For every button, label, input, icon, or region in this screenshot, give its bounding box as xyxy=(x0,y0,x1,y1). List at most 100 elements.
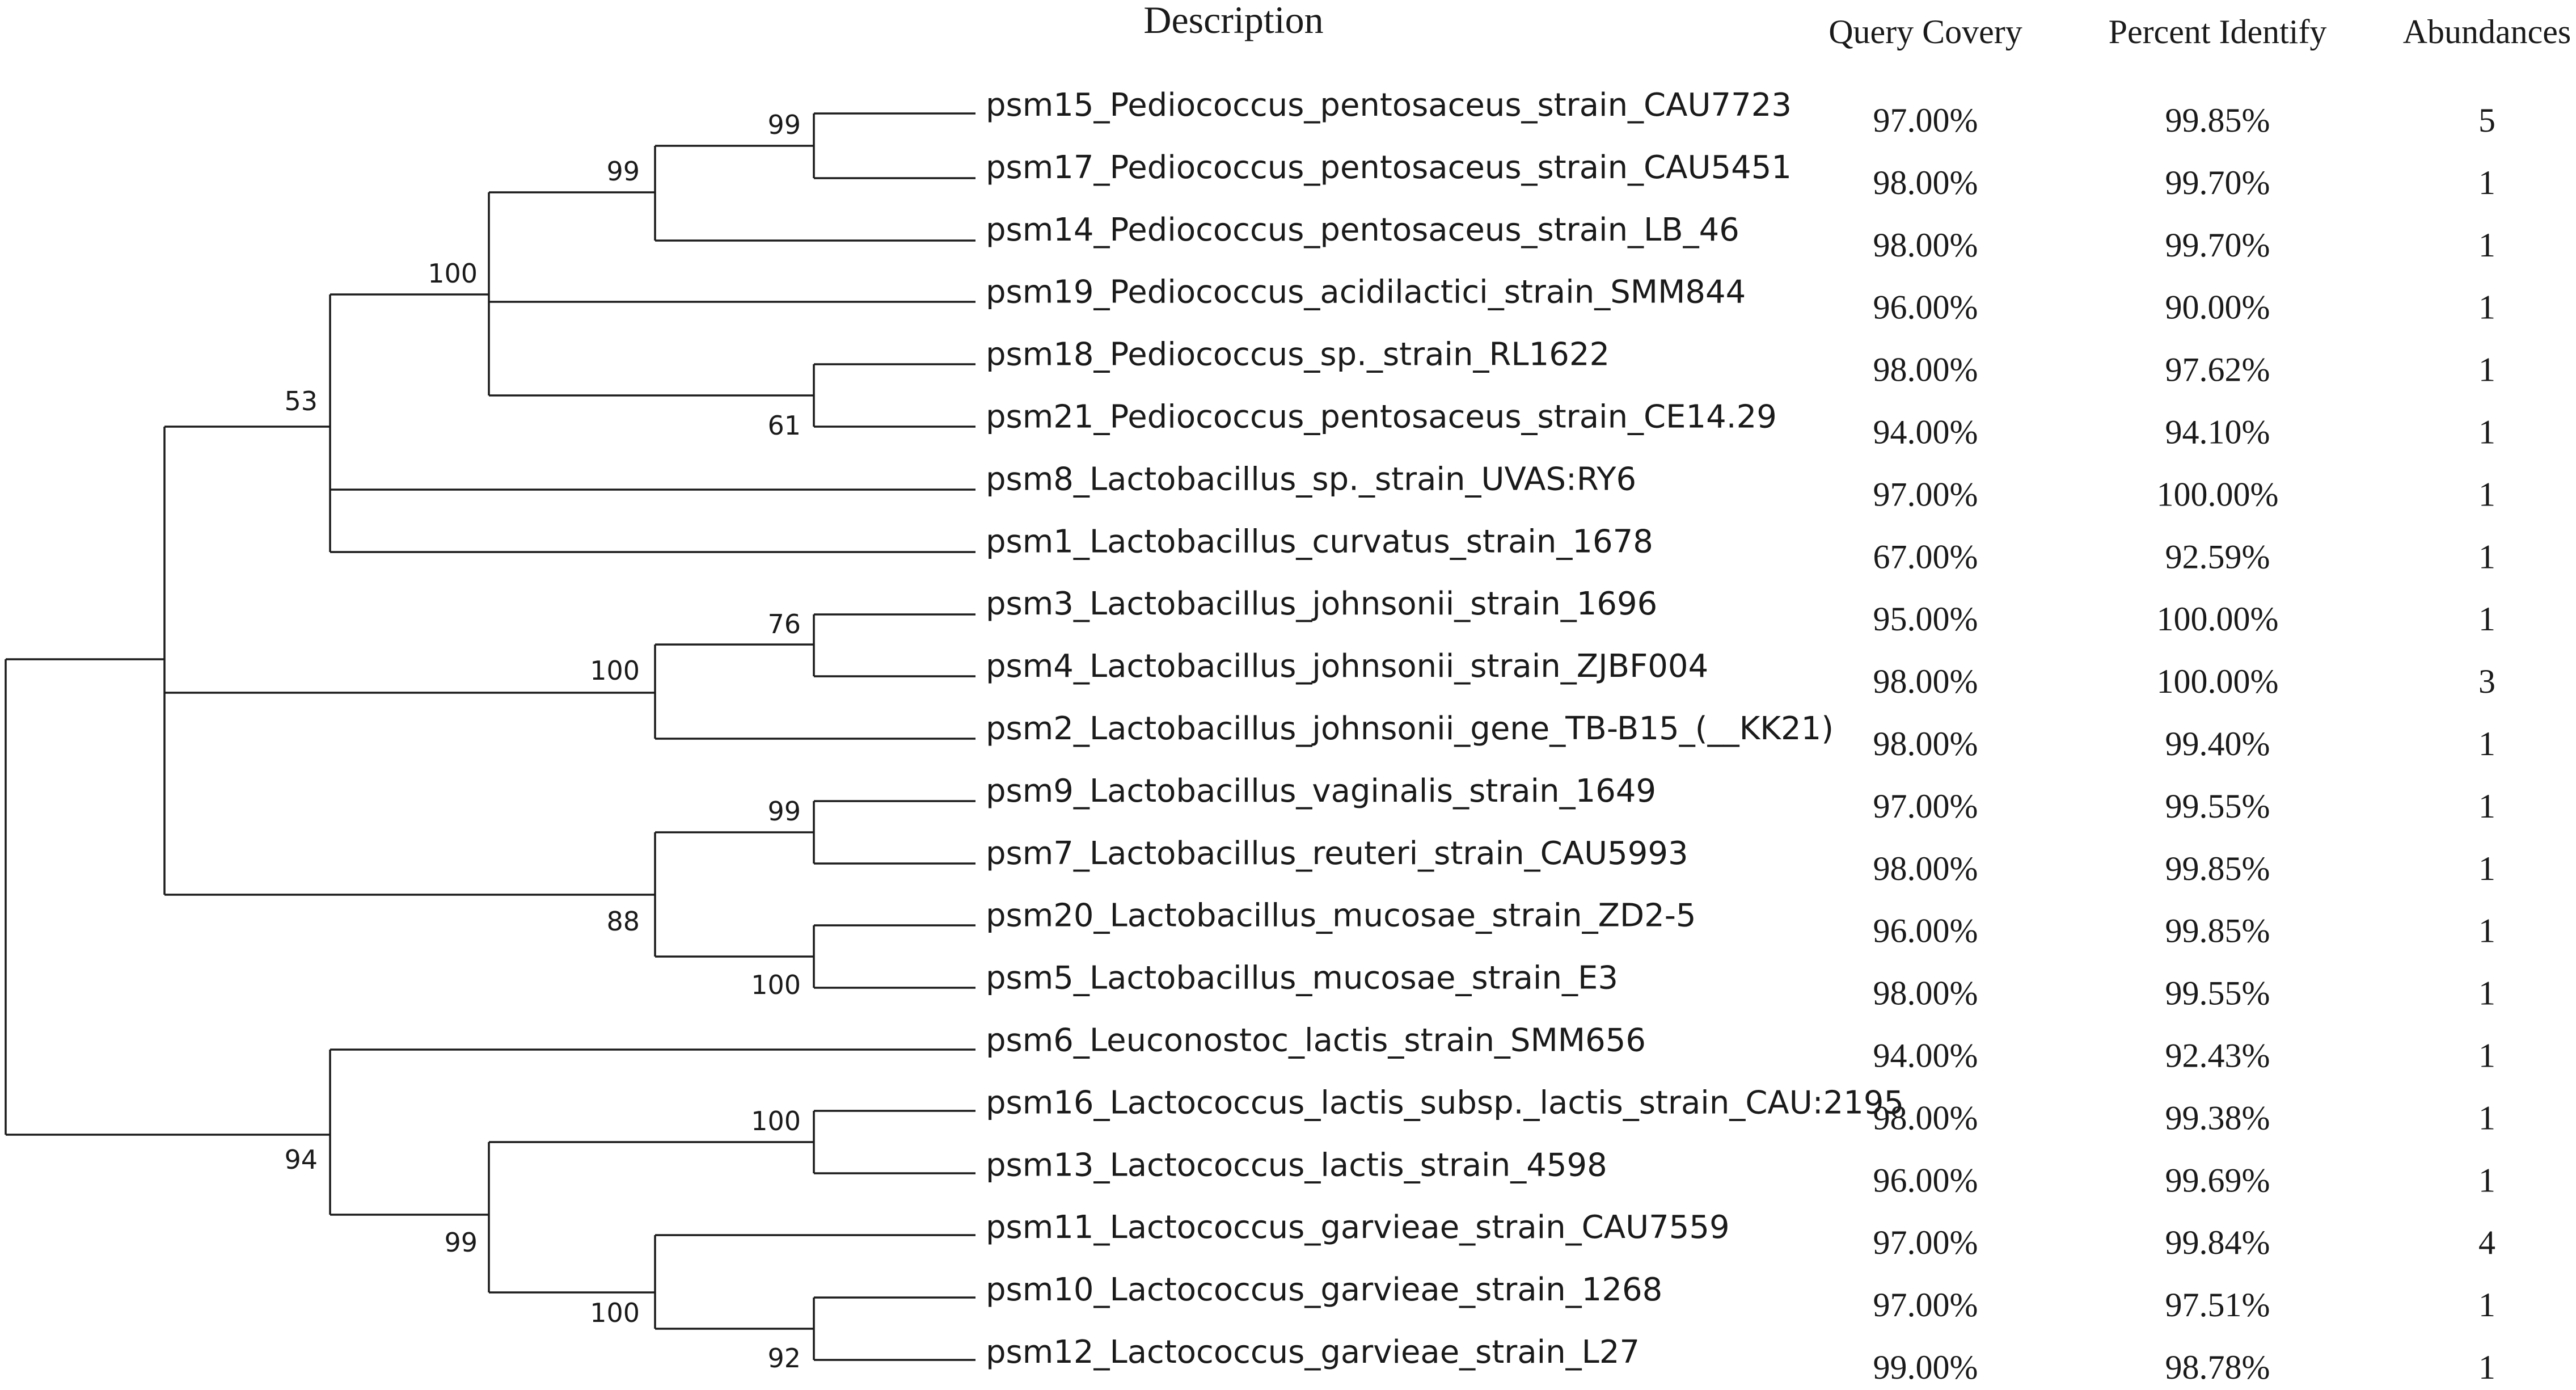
taxon-row: psm20_Lactobacillus_mucosae_strain_ZD2-5… xyxy=(986,898,2495,950)
percent-identify-cell: 99.55% xyxy=(2165,787,2270,825)
percent-identify-cell: 97.62% xyxy=(2165,351,2270,389)
bootstrap-labels: 99 99 100 61 53 76 100 99 88 100 94 100 … xyxy=(284,109,801,1374)
query-covery-cell: 96.00% xyxy=(1873,912,1978,950)
bootstrap-ll-16-13: 100 xyxy=(751,1106,801,1136)
percent-identify-cell: 99.69% xyxy=(2165,1161,2270,1199)
percent-identify-cell: 99.85% xyxy=(2165,850,2270,887)
abundances-cell: 1 xyxy=(2478,1161,2495,1199)
taxon-row: psm18_Pediococcus_sp._strain_RL1622 98.00… xyxy=(986,336,2495,389)
percent-identify-cell: 99.70% xyxy=(2165,226,2270,264)
taxon-row: psm9_Lactobacillus_vaginalis_strain_1649… xyxy=(986,773,2495,825)
bootstrap-lactococcus-clade: 99 xyxy=(444,1227,478,1258)
taxon-row: psm13_Lactococcus_lactis_strain_4598 96.0… xyxy=(986,1147,2495,1199)
abundances-cell: 1 xyxy=(2478,351,2495,389)
taxon-label: psm2_Lactobacillus_johnsonii_gene_TB-B15… xyxy=(986,710,1834,747)
bootstrap-lg-clade: 100 xyxy=(590,1298,640,1328)
taxon-label: psm15_Pediococcus_pentosaceus_strain_CAU… xyxy=(986,87,1792,124)
percent-identify-cell: 92.43% xyxy=(2165,1037,2270,1075)
header-abundances: Abundances xyxy=(2403,13,2571,50)
taxon-label: psm18_Pediococcus_sp._strain_RL1622 xyxy=(986,336,1610,373)
taxon-label: psm7_Lactobacillus_reuteri_strain_CAU599… xyxy=(986,835,1688,872)
taxon-label: psm6_Leuconostoc_lactis_strain_SMM656 xyxy=(986,1022,1646,1059)
abundances-cell: 4 xyxy=(2478,1224,2495,1261)
abundances-cell: 1 xyxy=(2478,787,2495,825)
query-covery-cell: 98.00% xyxy=(1873,850,1978,887)
taxon-label: psm11_Lactococcus_garvieae_strain_CAU755… xyxy=(986,1209,1730,1246)
percent-identify-cell: 99.84% xyxy=(2165,1224,2270,1261)
taxon-row: psm10_Lactococcus_garvieae_strain_1268 97… xyxy=(986,1271,2495,1324)
header-percent-identify: Percent Identify xyxy=(2109,13,2327,50)
percent-identify-cell: 99.55% xyxy=(2165,975,2270,1012)
percent-identify-cell: 98.78% xyxy=(2165,1349,2270,1386)
query-covery-cell: 97.00% xyxy=(1873,102,1978,139)
header-description: Description xyxy=(1143,0,1323,41)
taxon-label: psm4_Lactobacillus_johnsonii_strain_ZJBF… xyxy=(986,648,1708,685)
abundances-cell: 1 xyxy=(2478,725,2495,763)
taxon-label: psm10_Lactococcus_garvieae_strain_1268 xyxy=(986,1271,1662,1308)
query-covery-cell: 98.00% xyxy=(1873,725,1978,763)
taxon-label: psm20_Lactobacillus_mucosae_strain_ZD2-5 xyxy=(986,898,1696,934)
query-covery-cell: 67.00% xyxy=(1873,538,1978,575)
taxa-rows: psm15_Pediococcus_pentosaceus_strain_CAU… xyxy=(986,87,2495,1386)
taxon-label: psm17_Pediococcus_pentosaceus_strain_CAU… xyxy=(986,149,1792,186)
bootstrap-lj-3-4: 76 xyxy=(767,609,801,639)
query-covery-cell: 98.00% xyxy=(1873,226,1978,264)
bootstrap-pedio-clade: 100 xyxy=(428,258,478,289)
taxon-row: psm12_Lactococcus_garvieae_strain_L27 99.… xyxy=(986,1334,2495,1386)
query-covery-cell: 98.00% xyxy=(1873,351,1978,389)
taxon-row: psm11_Lactococcus_garvieae_strain_CAU755… xyxy=(986,1209,2495,1261)
abundances-cell: 1 xyxy=(2478,1286,2495,1324)
query-covery-cell: 98.00% xyxy=(1873,975,1978,1012)
taxon-row: psm2_Lactobacillus_johnsonii_gene_TB-B15… xyxy=(986,710,2495,763)
taxon-row: psm15_Pediococcus_pentosaceus_strain_CAU… xyxy=(986,87,2495,139)
abundances-cell: 1 xyxy=(2478,850,2495,887)
percent-identify-cell: 99.38% xyxy=(2165,1099,2270,1136)
abundances-cell: 1 xyxy=(2478,475,2495,513)
query-covery-cell: 98.00% xyxy=(1873,164,1978,201)
query-covery-cell: 94.00% xyxy=(1873,414,1978,451)
abundances-cell: 5 xyxy=(2478,102,2495,139)
taxon-label: psm9_Lactobacillus_vaginalis_strain_1649 xyxy=(986,773,1656,810)
abundances-cell: 1 xyxy=(2478,1099,2495,1136)
abundances-cell: 1 xyxy=(2478,289,2495,326)
query-covery-cell: 97.00% xyxy=(1873,1224,1978,1261)
abundances-cell: 3 xyxy=(2478,663,2495,700)
query-covery-cell: 96.00% xyxy=(1873,1161,1978,1199)
taxon-row: psm4_Lactobacillus_johnsonii_strain_ZJBF… xyxy=(986,648,2495,700)
taxon-row: psm14_Pediococcus_pentosaceus_strain_LB_… xyxy=(986,212,2495,264)
percent-identify-cell: 99.70% xyxy=(2165,164,2270,201)
taxon-row: psm16_Lactococcus_lactis_subsp._lactis_s… xyxy=(986,1084,2495,1136)
query-covery-cell: 98.00% xyxy=(1873,1099,1978,1136)
taxon-label: psm12_Lactococcus_garvieae_strain_L27 xyxy=(986,1334,1640,1371)
abundances-cell: 1 xyxy=(2478,1349,2495,1386)
abundances-cell: 1 xyxy=(2478,226,2495,264)
bootstrap-lg-10-12: 92 xyxy=(767,1343,801,1374)
percent-identify-cell: 92.59% xyxy=(2165,538,2270,575)
taxon-label: psm8_Lactobacillus_sp._strain_UVAS:RY6 xyxy=(986,461,1636,498)
bootstrap-pp-15-17: 99 xyxy=(767,109,801,140)
taxon-label: psm19_Pediococcus_acidilactici_strain_SM… xyxy=(986,274,1746,311)
taxon-row: psm17_Pediococcus_pentosaceus_strain_CAU… xyxy=(986,149,2495,201)
abundances-cell: 1 xyxy=(2478,975,2495,1012)
percent-identify-cell: 99.85% xyxy=(2165,102,2270,139)
taxon-label: psm16_Lactococcus_lactis_subsp._lactis_s… xyxy=(986,1084,1904,1121)
taxon-label: psm21_Pediococcus_pentosaceus_strain_CE1… xyxy=(986,399,1777,436)
taxon-row: psm19_Pediococcus_acidilactici_strain_SM… xyxy=(986,274,2495,326)
query-covery-cell: 99.00% xyxy=(1873,1349,1978,1386)
abundances-cell: 1 xyxy=(2478,1037,2495,1075)
percent-identify-cell: 97.51% xyxy=(2165,1286,2270,1324)
query-covery-cell: 95.00% xyxy=(1873,600,1978,638)
percent-identify-cell: 100.00% xyxy=(2157,600,2279,638)
taxon-row: psm7_Lactobacillus_reuteri_strain_CAU599… xyxy=(986,835,2495,887)
taxon-row: psm21_Pediococcus_pentosaceus_strain_CE1… xyxy=(986,399,2495,451)
abundances-cell: 1 xyxy=(2478,538,2495,575)
percent-identify-cell: 90.00% xyxy=(2165,289,2270,326)
taxon-label: psm3_Lactobacillus_johnsonii_strain_1696 xyxy=(986,586,1657,622)
bootstrap-lactococcus-leuconostoc-clade: 94 xyxy=(284,1144,318,1175)
taxon-row: psm3_Lactobacillus_johnsonii_strain_1696… xyxy=(986,586,2495,638)
taxon-label: psm13_Lactococcus_lactis_strain_4598 xyxy=(986,1147,1607,1183)
